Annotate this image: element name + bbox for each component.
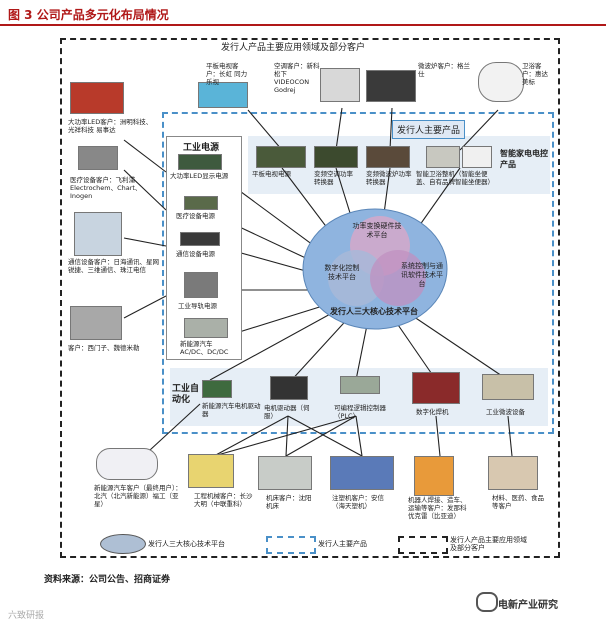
ac-image	[320, 68, 360, 102]
servo-drive-label: 电机驱动器（伺服）	[264, 404, 310, 420]
microwave-customers: 微波炉客户：格兰仕	[418, 62, 470, 78]
toilet-seat-image	[462, 146, 492, 168]
smart-toilet-image	[426, 146, 460, 168]
panel-tv-power-label: 平板电视电源	[252, 170, 291, 178]
digital-platform-label: 数字化控制技术平台	[324, 264, 360, 281]
source-note: 资料来源：公司公告、招商证券	[44, 575, 171, 585]
microwave-image	[366, 70, 416, 102]
ac-converter-label: 变频空调功率转换器	[314, 170, 353, 186]
machine-customers: 机床客户：沈阳机床	[266, 494, 312, 510]
medical-customers: 医疗设备客户：飞利浦、Electrochem、Chart、Inogen	[70, 176, 142, 200]
tv-customers: 平板电视客户：长虹 同力 乐视	[206, 62, 248, 86]
robot-image	[414, 456, 454, 496]
rail-customers: 客户：西门子、魏德米勒	[68, 344, 140, 352]
automation-title: 工业自动化	[172, 384, 200, 405]
software-platform-label: 系统控制与通讯软件技术平台	[401, 262, 443, 288]
digital-circle	[328, 250, 384, 306]
figure-title: 图 3 公司产品多元化布局情况	[8, 8, 169, 22]
led-power-label: 大功率LED显示电源	[170, 172, 229, 180]
materials-image	[488, 456, 538, 490]
applications-frame-title: 发行人产品主要应用领域及部分客户	[218, 40, 369, 53]
platform-title: 发行人三大核心技术平台	[330, 307, 418, 316]
legend-main-label: 发行人主要产品	[318, 540, 367, 548]
toilet-image	[478, 62, 524, 102]
smart-home-title: 智能家电电控产品	[500, 149, 548, 169]
industrial-power-panel	[166, 136, 242, 360]
robot-customers: 机器人焊接、造车、运输等客户：发那科 优克雷（比亚迪）	[408, 496, 467, 520]
injection-customers: 注塑机客户：安信（海天塑机）	[332, 494, 384, 510]
legend-apps-label: 发行人产品主要应用领域及部分客户	[450, 536, 527, 552]
rail-power-label: 工业导轨电源	[178, 302, 217, 310]
rail-power-image	[184, 272, 218, 298]
plc-label: 可编程逻辑控制器（PLC）	[334, 404, 386, 420]
led-customers: 大功率LED客户：洲明科技、光祥科技 易事达	[68, 118, 153, 134]
cabinet-image	[70, 306, 122, 340]
comm-customers: 通信设备客户：日海通讯、星网锐捷、三维通信、珠江电信	[68, 258, 159, 274]
microwave-equip-label: 工业微波设备	[486, 408, 525, 416]
medical-device-image	[78, 146, 118, 170]
ev-car-image	[96, 448, 158, 480]
plc-image	[340, 376, 380, 394]
ac-customers: 空调客户：新科 松下 VIDEOCON Godrej	[274, 62, 320, 94]
hardware-platform-label: 功率变换硬件技术平台	[352, 222, 402, 239]
legend-platform-label: 发行人三大核心技术平台	[148, 540, 225, 548]
microwave-converter-image	[366, 146, 410, 168]
machine-tool-image	[258, 456, 312, 490]
led-screen-image	[70, 82, 124, 114]
left-watermark: 六致研报	[8, 611, 45, 621]
injection-machine-image	[330, 456, 394, 490]
ev-customers: 新能源汽车客户（最终用户）：北汽（北汽新能源）福工（亚星）	[94, 484, 182, 508]
ev-power-image	[184, 318, 228, 338]
legend-platform-symbol	[100, 534, 146, 554]
comm-power-image	[180, 232, 220, 246]
ac-converter-image	[314, 146, 358, 168]
platform-diagram	[302, 208, 448, 330]
crane-customers: 工程机械客户：长沙大明（中联重科）	[194, 492, 253, 508]
panel-tv-power-image	[256, 146, 306, 168]
comm-power-label: 通信设备电源	[176, 250, 215, 258]
material-customers: 材料、医药、食品等客户	[492, 494, 544, 510]
toilet-customers: 卫浴客户：惠达 美标	[522, 62, 548, 86]
main-products-title: 发行人主要产品	[392, 120, 466, 139]
right-watermark: 电新产业研究	[498, 600, 558, 611]
servo-drive-image	[270, 376, 308, 400]
title-rule	[0, 24, 606, 26]
applications-frame	[60, 38, 560, 558]
ev-motor-image	[202, 380, 232, 398]
legend-main-symbol	[266, 536, 316, 554]
wechat-icon	[476, 592, 498, 612]
welder-label: 数字化焊机	[416, 408, 449, 416]
ev-motor-label: 新能源汽车电机驱动器	[202, 402, 261, 418]
medical-power-label: 医疗设备电源	[176, 212, 215, 220]
smart-toilet-label: 智能卫浴整机（智能坐便盖、自有品牌智能坐便器）	[416, 170, 494, 186]
crane-image	[188, 454, 234, 488]
welder-image	[412, 372, 460, 404]
industrial-power-title: 工业电源	[183, 143, 220, 153]
led-power-image	[178, 154, 222, 170]
medical-power-image	[184, 196, 218, 210]
tv-image	[198, 82, 248, 108]
legend-apps-symbol	[398, 536, 448, 554]
microwave-equip-image	[482, 374, 534, 400]
software-circle	[370, 250, 426, 306]
telecom-tower-image	[74, 212, 122, 256]
ev-power-label: 新能源汽车AC/DC、DC/DC	[180, 340, 229, 356]
microwave-converter-label: 变频微波炉功率转换器	[366, 170, 412, 186]
